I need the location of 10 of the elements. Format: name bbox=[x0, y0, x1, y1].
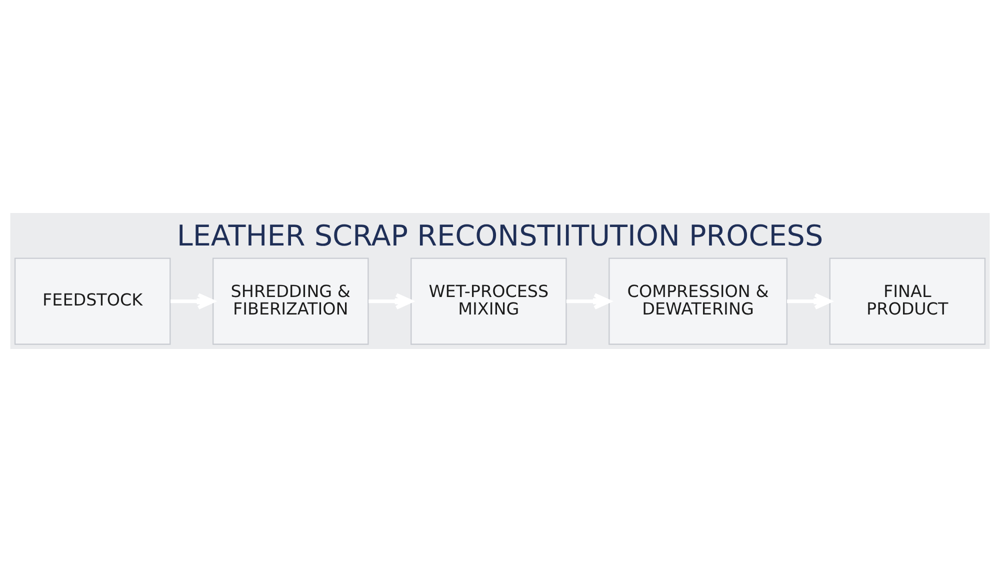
arrow bbox=[566, 293, 611, 310]
arrow bbox=[787, 293, 832, 310]
node-box: SHREDDING & FIBERIZATION bbox=[212, 258, 369, 345]
arrow bbox=[368, 293, 413, 310]
arrow bbox=[170, 293, 215, 310]
node-box: WET-PROCESS MIXING bbox=[410, 258, 567, 345]
diagram-title: LEATHER SCRAP RECONSTIITUTION PROCESS bbox=[176, 218, 824, 252]
node-box: COMPRESSION & DEWATERING bbox=[608, 258, 788, 345]
node-box: FEEDSTOCK bbox=[14, 258, 171, 345]
node-box: FINAL PRODUCT bbox=[829, 258, 986, 345]
